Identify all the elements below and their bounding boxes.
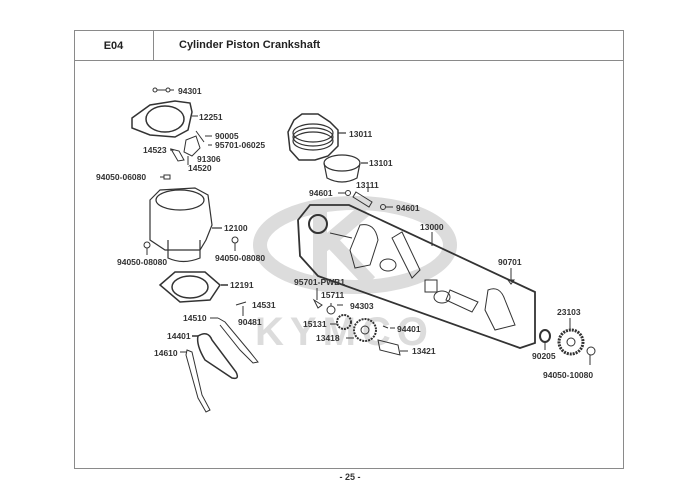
part-label[interactable]: 94301	[178, 86, 202, 96]
piston-rings-13011	[287, 113, 346, 161]
piston-13101	[323, 154, 368, 183]
part-label[interactable]: 14520	[188, 163, 212, 173]
part-label[interactable]: 95701-06025	[215, 140, 266, 150]
gear-23103	[557, 318, 585, 356]
bolt-95701-PWB1	[312, 288, 323, 309]
piston-pin-clip-94601-left	[338, 190, 351, 196]
washer-15711	[326, 303, 336, 315]
part-label[interactable]: 12251	[199, 112, 223, 122]
part-label[interactable]: 14610	[154, 348, 178, 358]
section-code: E04	[74, 30, 154, 61]
part-label[interactable]: 94601	[309, 188, 333, 198]
section-code-text: E04	[103, 39, 124, 52]
gear-13418	[346, 318, 377, 342]
part-label[interactable]: 12191	[230, 280, 254, 290]
page-frame	[74, 30, 624, 469]
kymco-watermark-text: KYMCO	[255, 310, 434, 354]
part-label[interactable]: 94303	[350, 301, 374, 311]
part-label[interactable]: 14401	[167, 331, 191, 341]
cam-chain-14401	[192, 333, 239, 380]
part-label[interactable]: 23103	[557, 307, 581, 317]
chain-tensioner-arm-14610	[180, 349, 211, 413]
part-label[interactable]: 90205	[532, 351, 556, 361]
part-label[interactable]: 13111	[356, 180, 379, 190]
part-label[interactable]: 13000	[420, 222, 444, 232]
part-label[interactable]: 94050-10080	[543, 370, 594, 380]
pin-94401	[382, 325, 395, 329]
page-number: - 25 -	[339, 472, 361, 482]
part-label[interactable]: 13418	[316, 333, 340, 343]
part-label[interactable]: 95701-PWB1	[294, 277, 346, 287]
part-label[interactable]: 13011	[349, 129, 373, 139]
bolt-94050-06080	[160, 174, 171, 180]
piston-pin-clip-94601-right	[380, 204, 393, 210]
part-label[interactable]: 14510	[183, 313, 207, 323]
part-label[interactable]: 94050-08080	[215, 253, 266, 263]
bolt-14531	[235, 301, 247, 316]
part-label[interactable]: 14523	[143, 145, 167, 155]
gear-15131	[330, 314, 352, 330]
part-label[interactable]: 13421	[412, 346, 436, 356]
part-label[interactable]: 90481	[238, 317, 262, 327]
washer-90205	[539, 329, 551, 350]
cylinder-base-gasket-12191	[158, 271, 228, 303]
part-label[interactable]: 91306	[197, 154, 221, 164]
part-label[interactable]: 15711	[321, 290, 345, 300]
part-label[interactable]: 94050-06080	[96, 172, 147, 182]
part-label[interactable]: 94601	[396, 203, 420, 213]
part-label[interactable]: 13101	[369, 158, 393, 168]
tensioner-assembly-14520	[169, 130, 212, 165]
nut-94050-10080	[586, 346, 596, 365]
key-90701	[507, 268, 515, 285]
part-label[interactable]: 14531	[252, 300, 276, 310]
cylinder-block-12100	[149, 187, 222, 263]
kymco-watermark-logo	[253, 196, 457, 294]
part-label[interactable]: 90701	[498, 257, 522, 267]
piston-pin-13111	[352, 185, 373, 208]
oil-pump-shaft-13421	[377, 339, 408, 356]
cylinder-head-gasket-12251	[131, 100, 198, 138]
header-divider	[74, 60, 624, 61]
part-label[interactable]: 94050-08080	[117, 257, 168, 267]
part-label[interactable]: 12100	[224, 223, 248, 233]
chain-guide-14510	[210, 317, 259, 364]
part-label[interactable]: 15131	[303, 319, 327, 329]
part-label[interactable]: 94401	[397, 324, 421, 334]
nut-94050-08080-left	[143, 241, 151, 255]
dowel-pin-94301	[152, 87, 174, 93]
nut-94050-08080-right	[231, 236, 239, 251]
page-title: Cylinder Piston Crankshaft	[179, 39, 321, 51]
part-label[interactable]: 90005	[215, 131, 239, 141]
crankshaft-assembly-13000	[297, 204, 536, 349]
